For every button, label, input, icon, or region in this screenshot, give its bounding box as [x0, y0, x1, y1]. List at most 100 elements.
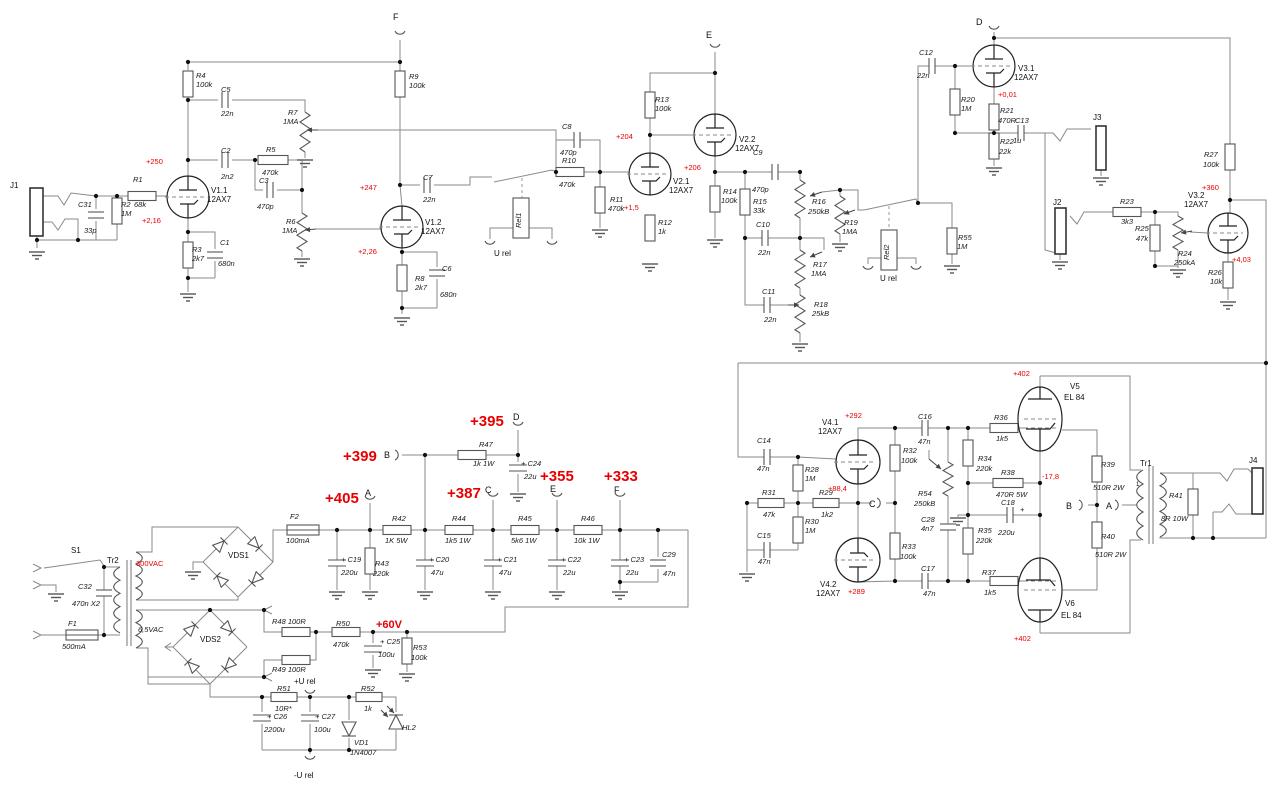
label-r3: R3 [192, 245, 202, 254]
component-J3 [1095, 125, 1107, 171]
label-r30: R30 [805, 517, 820, 526]
label-470nx2: 470n X2 [72, 599, 101, 608]
label-r2: R2 [121, 200, 131, 209]
label-c6: C6 [442, 264, 452, 273]
junction-dot [965, 425, 971, 431]
component-gnd-v11k [180, 293, 196, 302]
wire-206 [263, 659, 282, 677]
component-C17 [921, 573, 929, 589]
component-wiper-R19 [843, 209, 856, 215]
label-r24: R24 [1178, 249, 1192, 258]
label-1m: 1M [805, 526, 816, 535]
junction-dot [837, 187, 843, 193]
component-R19 [833, 195, 847, 235]
junction-dot [597, 169, 603, 175]
label-+c23: + C23 [624, 555, 645, 564]
component-R9 [394, 70, 406, 98]
component-term-Urel2-a [862, 265, 874, 270]
junction-dot [185, 157, 191, 163]
wire-151 [1193, 468, 1253, 482]
junction-dot [1210, 535, 1216, 541]
label-470p: 470p [560, 148, 577, 157]
label-c16: C16 [918, 412, 933, 421]
label-f: F [614, 485, 620, 495]
junction-dot [952, 63, 958, 69]
junction-dot [647, 132, 653, 138]
junction-dot [945, 578, 951, 584]
label-r22: R22 [1000, 137, 1015, 146]
label-r41: R41 [1169, 491, 1183, 500]
component-gnd-c20 [417, 591, 433, 600]
component-C23 [611, 559, 629, 567]
wire-153 [1159, 537, 1266, 539]
label-470p: 470p [752, 185, 769, 194]
junction-dot [34, 237, 40, 243]
component-C8 [573, 132, 581, 148]
label-r54: R54 [918, 489, 932, 498]
label-+: + [1020, 505, 1025, 514]
wire-31 [399, 184, 403, 207]
component-wiper-R7 [307, 127, 318, 133]
label-r9: R9 [409, 72, 419, 81]
component-V2.1 [627, 152, 672, 196]
label-r25: R25 [1135, 224, 1150, 233]
component-C21 [484, 559, 502, 567]
component-C14 [763, 449, 771, 465]
component-R49 [281, 654, 311, 666]
component-term-E-psu [551, 492, 563, 497]
component-R24 [1171, 215, 1185, 251]
component-V4.2 [834, 537, 881, 583]
component-R30 [792, 516, 804, 544]
label-+402: +402 [1014, 634, 1031, 643]
junction-dot [1037, 512, 1043, 518]
label-rel2: Rel2 [882, 244, 891, 260]
junction-dot [185, 97, 191, 103]
component-gnd-r19 [832, 243, 848, 252]
label-v11: V1.1 [211, 186, 228, 195]
label-500ma: 500mA [62, 642, 86, 651]
label-1k2: 1k2 [821, 510, 834, 519]
label-r53: R53 [413, 643, 428, 652]
label-d: D [976, 17, 983, 27]
label-c9: C9 [753, 148, 763, 157]
label-2k7: 2k7 [414, 283, 428, 292]
junction-dot [370, 629, 376, 635]
component-C28 [940, 523, 956, 531]
junction-dot [207, 607, 213, 613]
label-470p: 470p [257, 202, 274, 211]
wire-42 [555, 139, 574, 172]
label-r43: R43 [375, 559, 390, 568]
label-c: C [869, 499, 876, 509]
label-2k7: 2k7 [191, 254, 205, 263]
label-+c22: + C22 [561, 555, 582, 564]
label-+c27: + C27 [315, 712, 336, 721]
label-100ma: 100mA [286, 536, 310, 545]
label-1ma: 1MA [842, 227, 857, 236]
label-r11: R11 [610, 195, 623, 204]
component-F1 [65, 629, 99, 641]
junction-dot [93, 193, 99, 199]
component-C22 [548, 559, 566, 567]
wire-69 [840, 189, 864, 211]
junction-dot [75, 237, 81, 243]
label-100k: 100k [1203, 160, 1221, 169]
wire-101 [737, 363, 764, 458]
label-+250: +250 [146, 157, 163, 166]
wire-66 [821, 189, 841, 193]
label-r27: R27 [1204, 150, 1219, 159]
label-r52: R52 [361, 684, 376, 693]
label-+247: +247 [360, 183, 377, 192]
label-470r: 470R [998, 116, 1017, 125]
wire-0 [43, 192, 97, 206]
label-220u: 220u [997, 528, 1016, 537]
junction-dot [965, 480, 971, 486]
label-r14: R14 [723, 187, 737, 196]
label-s1: S1 [71, 546, 81, 555]
label-c11: C11 [762, 287, 775, 296]
label-r10: R10 [562, 156, 577, 165]
label-c2: C2 [221, 146, 231, 155]
component-gnd-r6 [294, 258, 310, 267]
component-C20 [416, 559, 434, 567]
wire-71 [867, 257, 881, 264]
component-R46 [573, 524, 603, 536]
